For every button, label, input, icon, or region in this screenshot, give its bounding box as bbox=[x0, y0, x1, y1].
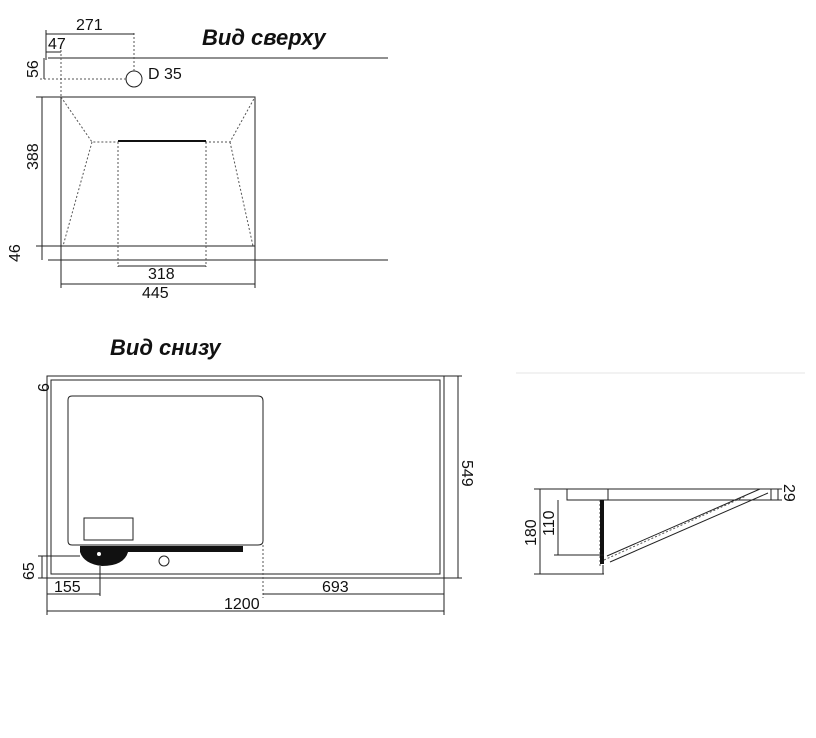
drain-hole bbox=[158, 555, 170, 567]
slope-hidden-line bbox=[603, 495, 747, 561]
dim-180: 180 bbox=[523, 519, 540, 546]
bottom-view: Вид снизу 9 549 65 155 693 1200 bbox=[21, 335, 475, 615]
hole-diameter-label: D 35 bbox=[148, 66, 182, 83]
dim-388: 388 bbox=[25, 143, 42, 170]
basin-underside bbox=[67, 395, 264, 546]
dim-549: 549 bbox=[458, 460, 475, 487]
dim-155: 155 bbox=[54, 579, 81, 596]
label-plate bbox=[83, 517, 134, 541]
rear-panel bbox=[600, 500, 604, 564]
countertop-profile bbox=[566, 488, 772, 501]
basin-outline bbox=[60, 96, 256, 247]
bottom-view-title: Вид снизу bbox=[110, 335, 222, 360]
basin-back-bevel bbox=[60, 96, 256, 143]
top-view: Вид сверху 271 47 56 D 35 388 bbox=[7, 17, 388, 302]
dim-271: 271 bbox=[76, 17, 103, 34]
countertop-inner bbox=[50, 379, 441, 575]
dim-110: 110 bbox=[541, 510, 558, 536]
countertop-outer bbox=[46, 375, 445, 579]
dim-1200: 1200 bbox=[224, 596, 260, 613]
dim-9: 9 bbox=[34, 383, 51, 392]
slope-lines bbox=[606, 488, 769, 563]
slot-projection-lines bbox=[117, 142, 207, 267]
drain-bracket bbox=[80, 546, 243, 566]
top-view-title: Вид сверху bbox=[202, 25, 327, 50]
dim-47: 47 bbox=[48, 36, 66, 53]
dim-29: 29 bbox=[780, 484, 797, 502]
dim-445: 445 bbox=[142, 285, 169, 302]
tap-hole bbox=[125, 70, 143, 88]
dim-65: 65 bbox=[21, 562, 38, 580]
dim-46: 46 bbox=[7, 244, 24, 262]
basin-side-bevels bbox=[62, 141, 254, 247]
dim-318: 318 bbox=[148, 266, 175, 283]
bracket-hole bbox=[97, 552, 101, 556]
side-view: 29 180 110 bbox=[516, 372, 805, 575]
dim-56: 56 bbox=[25, 60, 42, 78]
dim-693: 693 bbox=[322, 579, 349, 596]
